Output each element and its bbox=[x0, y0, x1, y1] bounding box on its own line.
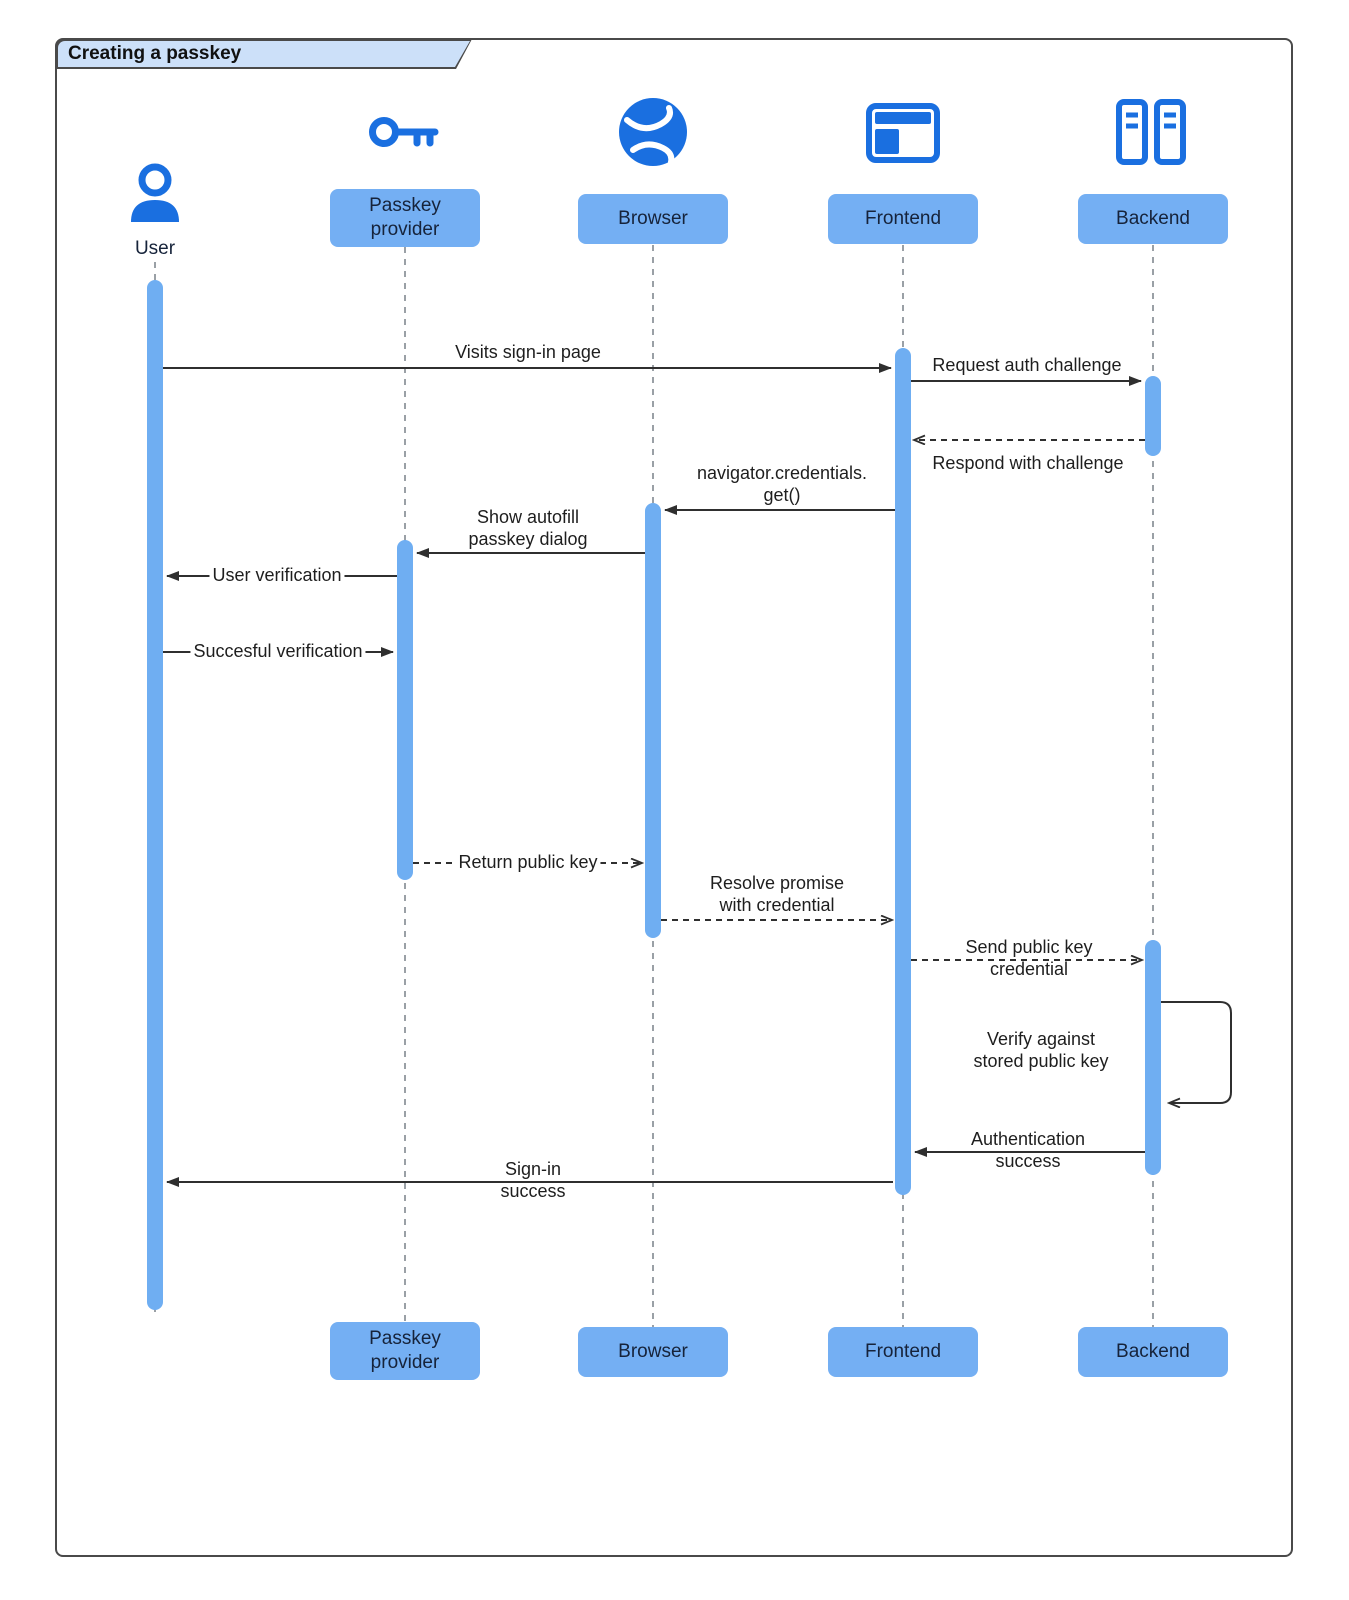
actor-box-bottom-backend: Backend bbox=[1078, 1327, 1228, 1377]
actor-box-top-browser: Browser bbox=[578, 194, 728, 244]
passkey-provider-key-icon bbox=[369, 117, 439, 147]
message-label-succesful-verification: Succesful verification bbox=[190, 640, 366, 662]
backend-server-icon bbox=[1116, 99, 1186, 165]
message-label-return-public-key: Return public key bbox=[455, 851, 601, 873]
actor-box-top-frontend: Frontend bbox=[828, 194, 978, 244]
message-label-visits-sign-in-page: Visits sign-in page bbox=[455, 342, 601, 362]
message-label-verify-against-stored-public-key: Verify against stored public key bbox=[973, 1029, 1109, 1071]
message-label-request-auth-challenge: Request auth challenge bbox=[932, 355, 1122, 375]
message-label-resolve-promise-with-credential: Resolve promise with credential bbox=[709, 873, 845, 915]
message-label-show-autofill-passkey-dialog: Show autofill passkey dialog bbox=[468, 507, 588, 549]
message-label-sign-in-success: Sign-in success bbox=[500, 1159, 566, 1201]
diagram-title: Creating a passkey bbox=[58, 41, 470, 67]
actor-box-bottom-passkey-provider: Passkey provider bbox=[330, 1322, 480, 1380]
message-label-navigator-credentials-get: navigator.credentials. get() bbox=[696, 463, 868, 505]
user-icon bbox=[131, 163, 179, 222]
message-label-send-public-key-credential: Send public key credential bbox=[965, 937, 1093, 979]
frontend-window-icon bbox=[866, 103, 940, 163]
message-label-respond-with-challenge: Respond with challenge bbox=[932, 453, 1124, 473]
browser-globe-icon bbox=[619, 98, 687, 166]
actor-box-bottom-browser: Browser bbox=[578, 1327, 728, 1377]
actor-label-user: User bbox=[134, 238, 176, 259]
actor-box-top-backend: Backend bbox=[1078, 194, 1228, 244]
diagram-title-tab: Creating a passkey bbox=[56, 39, 472, 69]
message-label-authentication-success: Authentication success bbox=[970, 1129, 1086, 1171]
actor-box-bottom-frontend: Frontend bbox=[828, 1327, 978, 1377]
actor-box-top-passkey-provider: Passkey provider bbox=[330, 189, 480, 247]
message-label-user-verification: User verification bbox=[209, 564, 345, 586]
diagram-frame bbox=[55, 38, 1293, 1557]
